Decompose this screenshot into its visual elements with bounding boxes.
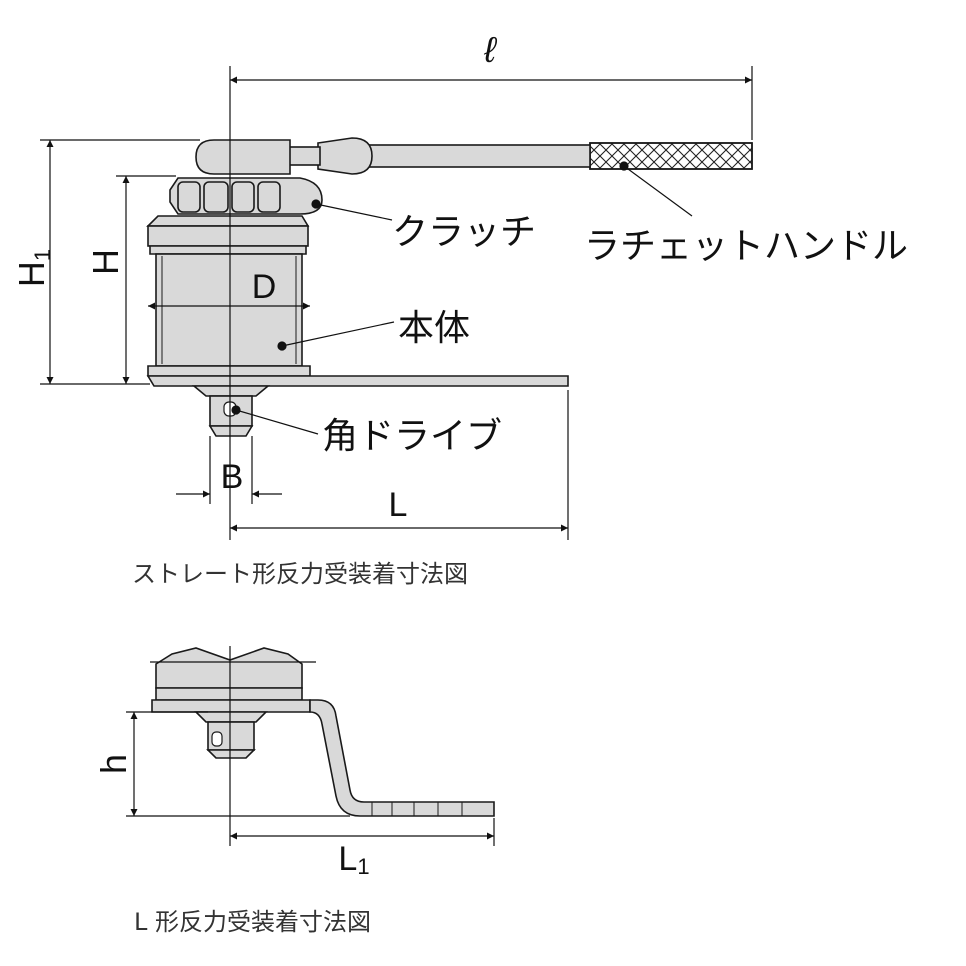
clutch-shape (169, 177, 323, 215)
dim-h: h (93, 754, 134, 774)
dimension-lines-l-type (126, 711, 495, 846)
dim-L: L (389, 486, 408, 524)
ratchet-handle-shape (195, 137, 753, 175)
dim-L1-main: L (338, 840, 357, 878)
l-type-drawing (150, 647, 495, 817)
body-shape (146, 215, 311, 377)
leader-lines-straight (231, 161, 693, 435)
dim-H: H (85, 249, 126, 275)
dim-B: B (221, 458, 244, 496)
svg-text:H1: H1 (11, 249, 55, 287)
dim-L1: L1 (338, 840, 369, 879)
dim-H1-sub: 1 (30, 249, 55, 261)
label-ratchet-handle: ラチェットハンドル (584, 226, 908, 267)
dim-H1-main: H (11, 261, 52, 287)
dim-l: ℓ (483, 29, 498, 70)
l-body-top-shape (155, 647, 303, 689)
label-body: 本体 (398, 308, 470, 349)
label-clutch: クラッチ (392, 212, 536, 253)
label-square-drive: 角ドライブ (322, 416, 502, 457)
dim-H1: H1 (11, 249, 55, 287)
caption-straight: ストレート形反力受装着寸法図 (132, 560, 468, 588)
reaction-bar-shape (146, 375, 569, 387)
dimension-lines-straight (40, 66, 753, 540)
straight-type-drawing (146, 137, 753, 437)
caption-l-shape: L 形反力受装着寸法図 (134, 908, 371, 936)
dim-D: D (252, 268, 277, 306)
square-drive-shape (191, 385, 271, 437)
dim-L1-sub: 1 (357, 854, 369, 879)
l-reaction-bar-shape (309, 699, 495, 817)
